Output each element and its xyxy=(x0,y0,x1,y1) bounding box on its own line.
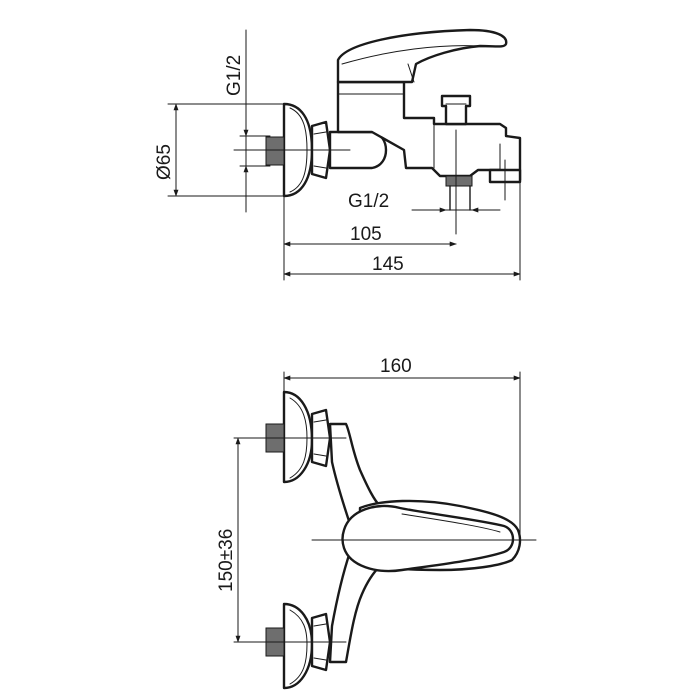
dim-145-label: 145 xyxy=(372,254,404,275)
side-elevation-view: G1/2 Ø65 G1/2 105 145 xyxy=(154,28,522,281)
lower-arm xyxy=(328,550,382,664)
dim-105-label: 105 xyxy=(350,224,382,245)
plan-view: 160 150±36 xyxy=(216,356,537,690)
inlet-thread-side xyxy=(265,136,285,166)
dim-160-label: 160 xyxy=(380,356,412,377)
upper-arm xyxy=(328,422,382,526)
lever-handle-side xyxy=(336,28,508,84)
thread-bottom-label: G1/2 xyxy=(348,191,389,212)
diameter-label: Ø65 xyxy=(154,144,175,180)
diverter-knob xyxy=(440,94,472,126)
lever-handle-plan xyxy=(341,504,515,573)
shower-outlet-thread xyxy=(445,175,473,187)
thread-left-label: G1/2 xyxy=(224,55,245,96)
dim-spacing-label: 150±36 xyxy=(216,529,237,592)
